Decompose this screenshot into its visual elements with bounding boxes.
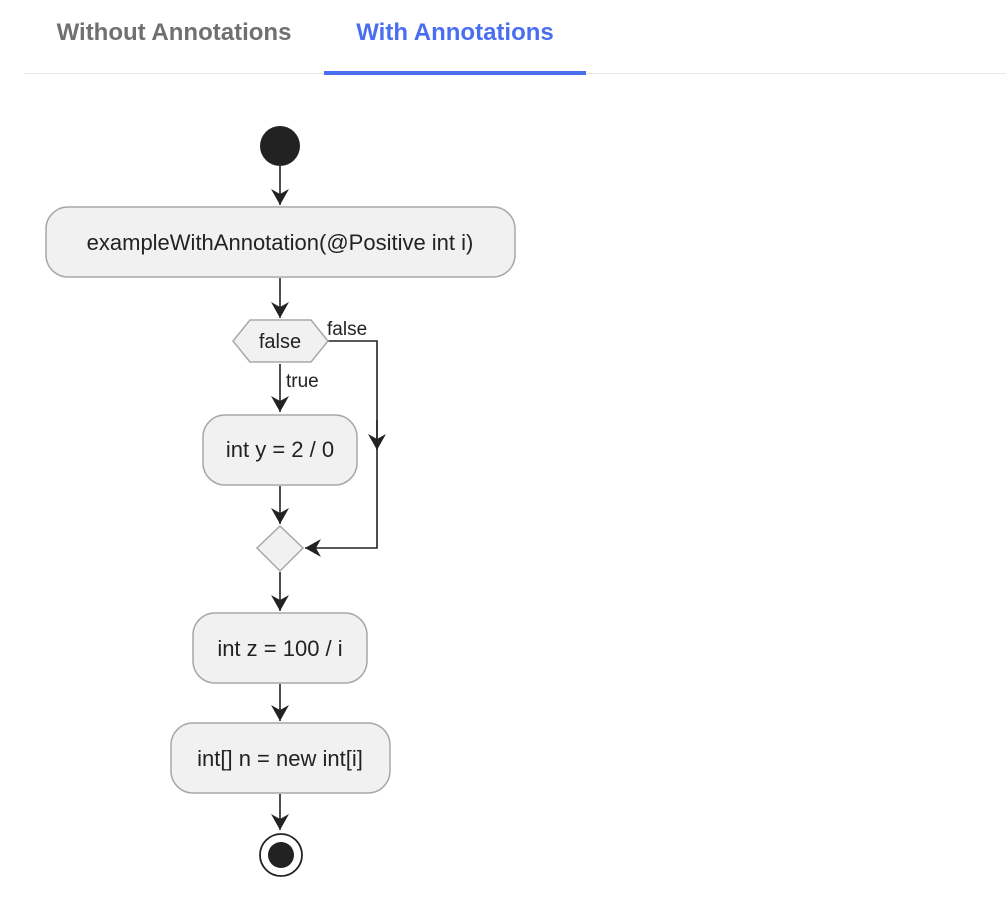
- decision-node: false: [232, 319, 329, 363]
- step-y-label: int y = 2 / 0: [226, 437, 334, 462]
- method-label: exampleWithAnnotation(@Positive int i): [87, 230, 474, 255]
- tab-bar: Without Annotations With Annotations: [24, 0, 1006, 75]
- step-y-node: int y = 2 / 0: [202, 414, 358, 486]
- start-node: [260, 126, 300, 166]
- step-n-label: int[] n = new int[i]: [197, 746, 363, 771]
- step-z-node: int z = 100 / i: [192, 612, 368, 684]
- merge-node: [255, 524, 305, 573]
- tab-without-annotations[interactable]: Without Annotations: [56, 19, 292, 46]
- true-branch-label: true: [286, 371, 319, 392]
- method-node: exampleWithAnnotation(@Positive int i): [45, 206, 516, 278]
- step-z-label: int z = 100 / i: [217, 636, 342, 661]
- step-n-node: int[] n = new int[i]: [170, 722, 391, 794]
- end-node: [259, 833, 303, 877]
- edges: [271, 166, 386, 830]
- decision-label: false: [259, 331, 301, 353]
- false-branch-label: false: [327, 319, 367, 340]
- tab-with-annotations[interactable]: With Annotations: [324, 0, 586, 75]
